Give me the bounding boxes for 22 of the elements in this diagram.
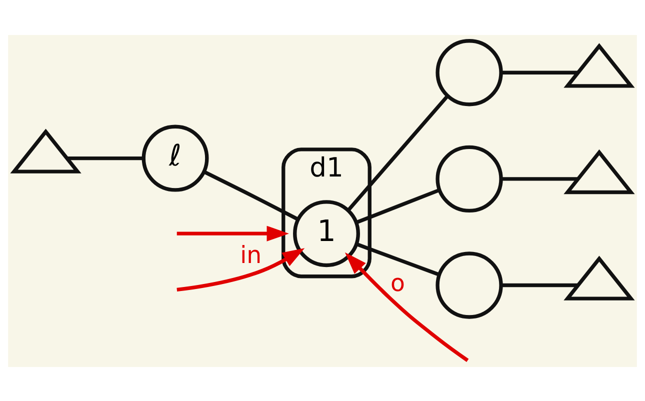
node-triangle [564,42,635,88]
connector [356,242,440,276]
node-circle: ℓ [142,124,209,192]
node-circle [436,251,503,318]
edge-label: o [390,268,405,296]
node-circle: 1 [293,200,360,267]
node-circle [436,144,503,212]
edge-label: in [240,240,262,268]
node-triangle [10,128,82,173]
arrow [176,225,289,241]
connector [203,170,300,221]
node-triangle [564,148,635,194]
connector [356,188,440,224]
connector [502,282,578,287]
connector [502,176,578,180]
connector [502,70,578,74]
connector [67,156,144,160]
connector [346,94,449,212]
arrow [176,248,305,292]
arrow [344,252,469,362]
node-triangle [564,255,635,300]
node-circle [436,38,503,106]
